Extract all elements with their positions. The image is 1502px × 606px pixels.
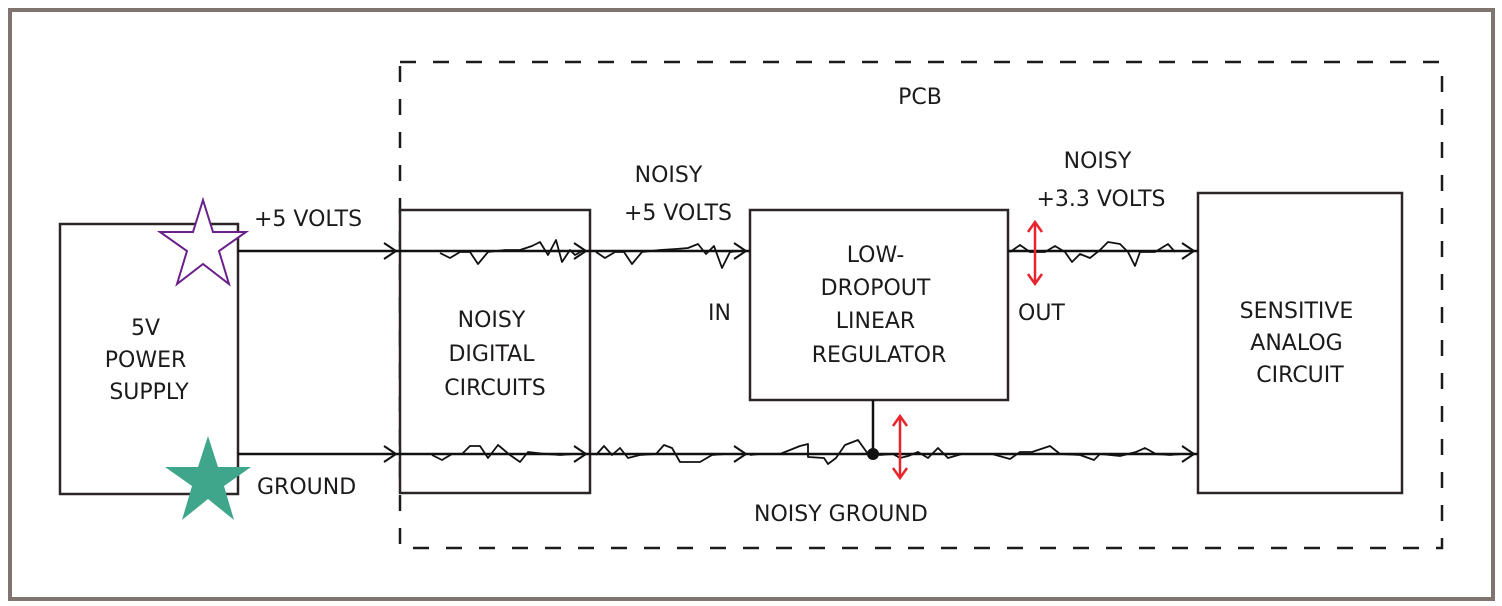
digital-line-1: NOISY	[458, 308, 526, 333]
analog-line-1: SENSITIVE	[1240, 299, 1354, 324]
ldo-line-4: REGULATOR	[812, 343, 946, 368]
star-filled-icon	[165, 436, 251, 520]
junction-dot	[867, 448, 879, 460]
svg-text:LOW- DROPOUT LINEA: LOW- DROPOUT LINEAR REGULATOR	[812, 243, 946, 368]
noisy-digital-block: NOISY DIGITAL CIRCUITS	[398, 208, 592, 495]
ldo-line-3: LINEAR	[836, 309, 915, 334]
digital-line-2: DIGITAL	[448, 342, 535, 367]
svg-text:NOISY DIGITAL CIRC: NOISY DIGITAL CIRCUITS	[444, 308, 545, 401]
out-label: OUT	[1018, 301, 1065, 326]
noisy-ground-label: NOISY GROUND	[754, 502, 928, 527]
svg-text:5V POWER SUPPLY: 5V POWER SUPPLY	[105, 316, 194, 405]
noisy-5-volts-label: NOISY +5 VOLTS	[624, 163, 732, 226]
ldo-line-2: DROPOUT	[821, 276, 931, 301]
noisy-3v3-label: NOISY +3.3 VOLTS	[1036, 149, 1165, 212]
sensitive-analog-block: SENSITIVE ANALOG CIRCUIT	[1196, 191, 1404, 495]
double-arrow-vertical-icon	[891, 413, 909, 481]
plus5-volts-label: +5 VOLTS	[254, 207, 362, 232]
svg-text:SENSITIVE ANALOG C: SENSITIVE ANALOG CIRCUIT	[1240, 299, 1361, 388]
ground-rail	[238, 400, 1198, 465]
power-supply-line-1: 5V	[131, 316, 160, 341]
power-supply-line-3: SUPPLY	[109, 380, 189, 405]
pcb-label: PCB	[898, 85, 942, 110]
supply-rail	[238, 239, 1198, 269]
ldo-regulator-block: LOW- DROPOUT LINEAR REGULATOR	[748, 208, 1010, 402]
in-label: IN	[708, 301, 731, 326]
power-supply-line-2: POWER	[105, 348, 187, 373]
analog-line-3: CIRCUIT	[1256, 363, 1344, 388]
analog-line-2: ANALOG	[1250, 331, 1342, 356]
ldo-line-1: LOW-	[847, 243, 905, 268]
star-outline-icon	[156, 196, 250, 287]
outer-frame	[8, 8, 1495, 601]
double-arrow-vertical-icon	[1026, 219, 1044, 287]
ground-label: GROUND	[257, 475, 356, 500]
digital-line-3: CIRCUITS	[444, 376, 545, 401]
